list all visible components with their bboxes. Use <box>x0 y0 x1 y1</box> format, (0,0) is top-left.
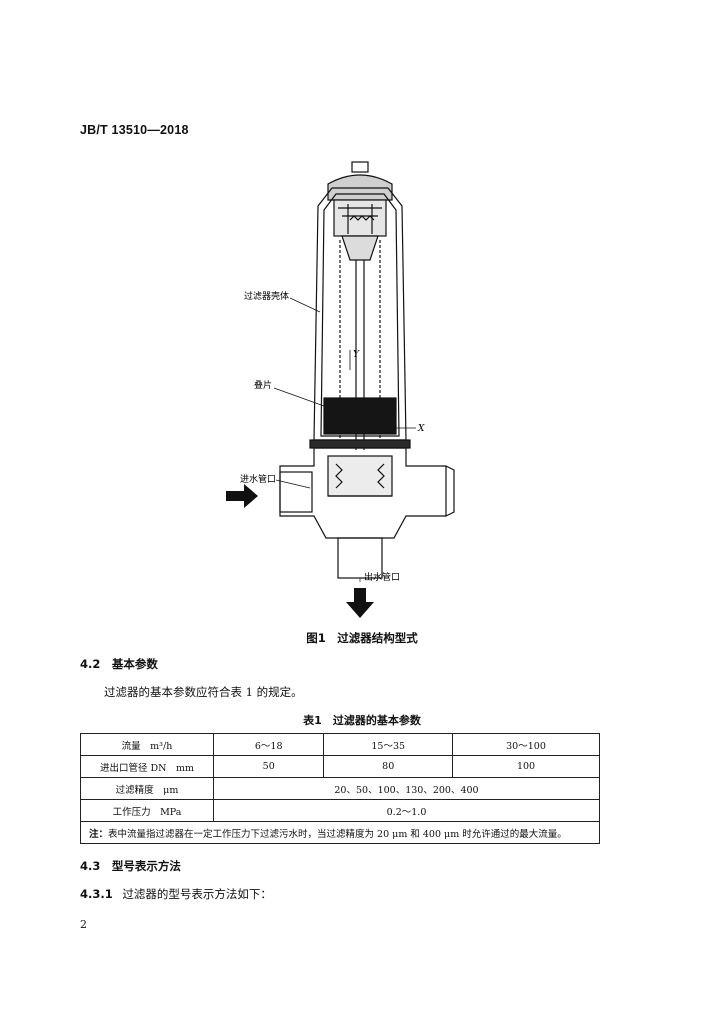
table-cell: 6～18 <box>212 733 325 756</box>
section-4-3-heading: 4.3 型号表示方法 <box>80 859 181 873</box>
table-row: 进出口管径 DN mm 50 80 100 <box>80 755 600 778</box>
outlet-pipe <box>337 537 383 579</box>
disc-stack <box>323 397 397 435</box>
note-text: 表中流量指过滤器在一定工作压力下过滤污水时，当过滤精度为 20 μm 和 400… <box>108 828 567 840</box>
table-row: 流量 m³/h 6～18 15～35 30～100 <box>80 733 600 756</box>
subsection-number: 4.3.1 <box>80 887 113 901</box>
basic-parameters-table: 流量 m³/h 6～18 15～35 30～100 进出口管径 DN mm 50… <box>80 733 600 844</box>
housing-inner <box>320 193 400 437</box>
section-4-2-paragraph: 过滤器的基本参数应符合表 1 的规定。 <box>104 685 303 699</box>
table-cell: 15～35 <box>323 733 454 756</box>
top-vent-cap <box>351 161 369 173</box>
standard-number-header: JB/T 13510—2018 <box>80 123 189 137</box>
subsection-text: 过滤器的型号表示方法如下： <box>122 887 272 901</box>
filter-structure-figure: 过滤器壳体 叠片 进水管口 出水管口 Y X <box>210 160 510 620</box>
label-inlet: 进水管口 <box>240 473 276 485</box>
table-cell: 80 <box>323 755 454 778</box>
label-outlet: 出水管口 <box>364 571 400 583</box>
valve-body <box>279 447 447 539</box>
filter-drawing: 过滤器壳体 叠片 进水管口 出水管口 Y X <box>226 161 455 618</box>
row-label-flow: 流量 m³/h <box>80 733 214 756</box>
row-label-dn: 进出口管径 DN mm <box>80 755 214 778</box>
table-cell: 0.2～1.0 <box>213 799 600 822</box>
table-note-row: 注：表中流量指过滤器在一定工作压力下过滤污水时，当过滤精度为 20 μm 和 4… <box>80 821 600 844</box>
table-cell: 30～100 <box>452 733 600 756</box>
row-label-pressure: 工作压力 MPa <box>80 799 214 822</box>
inlet-arrow <box>226 484 258 508</box>
clamp-flange <box>309 439 411 449</box>
section-4-2-heading: 4.2 基本参数 <box>80 657 158 671</box>
outlet-arrow <box>346 588 374 618</box>
label-discs: 叠片 <box>254 379 272 391</box>
label-axis-x: X <box>417 424 425 434</box>
table-cell: 20、50、100、130、200、400 <box>213 777 600 800</box>
page-number: 2 <box>80 918 87 931</box>
label-axis-y: Y <box>353 350 360 360</box>
table-caption: 表1 过滤器的基本参数 <box>303 714 421 727</box>
guide-cone <box>341 235 379 261</box>
table-note: 注：表中流量指过滤器在一定工作压力下过滤污水时，当过滤精度为 20 μm 和 4… <box>80 821 600 844</box>
row-label-precision: 过滤精度 μm <box>80 777 214 800</box>
internal-valve <box>327 455 393 497</box>
table-cell: 50 <box>212 755 325 778</box>
figure-caption: 图1 过滤器结构型式 <box>306 631 418 645</box>
section-4-3-1: 4.3.1 过滤器的型号表示方法如下： <box>80 886 272 902</box>
table-row: 工作压力 MPa 0.2～1.0 <box>80 799 600 822</box>
table-cell: 100 <box>452 755 600 778</box>
label-shell: 过滤器壳体 <box>244 290 289 302</box>
inlet-pipe <box>279 471 313 513</box>
note-label: 注： <box>89 828 109 840</box>
table-row: 过滤精度 μm 20、50、100、130、200、400 <box>80 777 600 800</box>
